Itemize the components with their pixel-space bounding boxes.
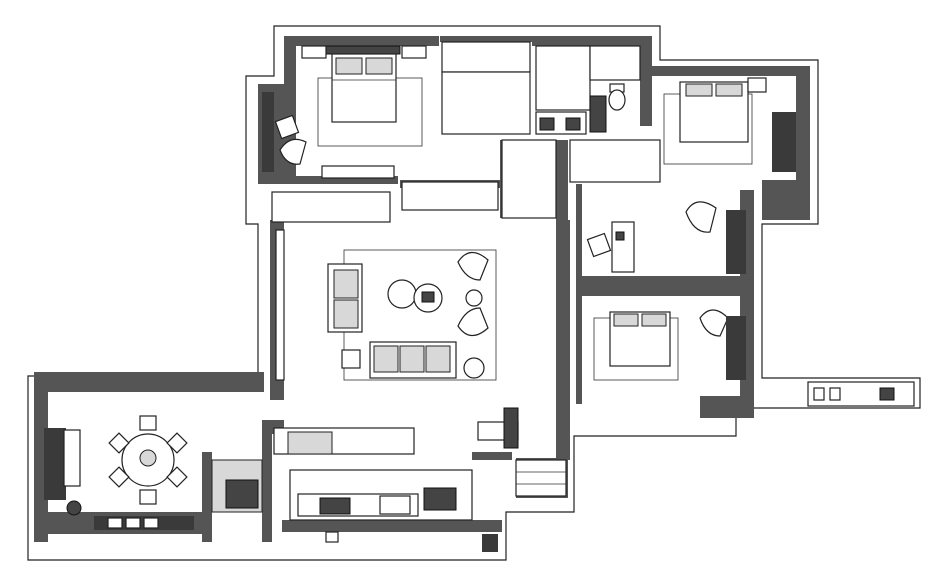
balcony-cabinet [807, 381, 915, 407]
bedroom-2 [663, 77, 796, 172]
stove-icon [319, 497, 351, 515]
sink-icon [535, 111, 587, 135]
sofa-icon [327, 263, 363, 333]
armchair-icon [685, 201, 717, 233]
bed-icon [609, 311, 671, 367]
toilet-icon [608, 83, 626, 111]
armchair-icon [457, 251, 489, 337]
armchair-icon [699, 309, 729, 337]
study [586, 201, 746, 274]
sofa-icon [369, 341, 457, 379]
entry-corridor [515, 459, 567, 497]
dining-area [44, 372, 216, 530]
bed-icon [679, 77, 767, 143]
sink-icon [379, 495, 411, 515]
armchair-icon [274, 114, 307, 165]
kitchen [211, 407, 519, 543]
dining-table-icon [108, 415, 188, 505]
desk-icon [611, 221, 635, 273]
corridor [271, 139, 661, 223]
master-bedroom [262, 45, 427, 179]
bed-icon [325, 45, 401, 123]
bedroom-3 [593, 309, 746, 381]
walk-in-closet [441, 41, 531, 135]
living-room [275, 229, 497, 381]
building-outline [27, 25, 921, 561]
bathroom [535, 45, 641, 135]
